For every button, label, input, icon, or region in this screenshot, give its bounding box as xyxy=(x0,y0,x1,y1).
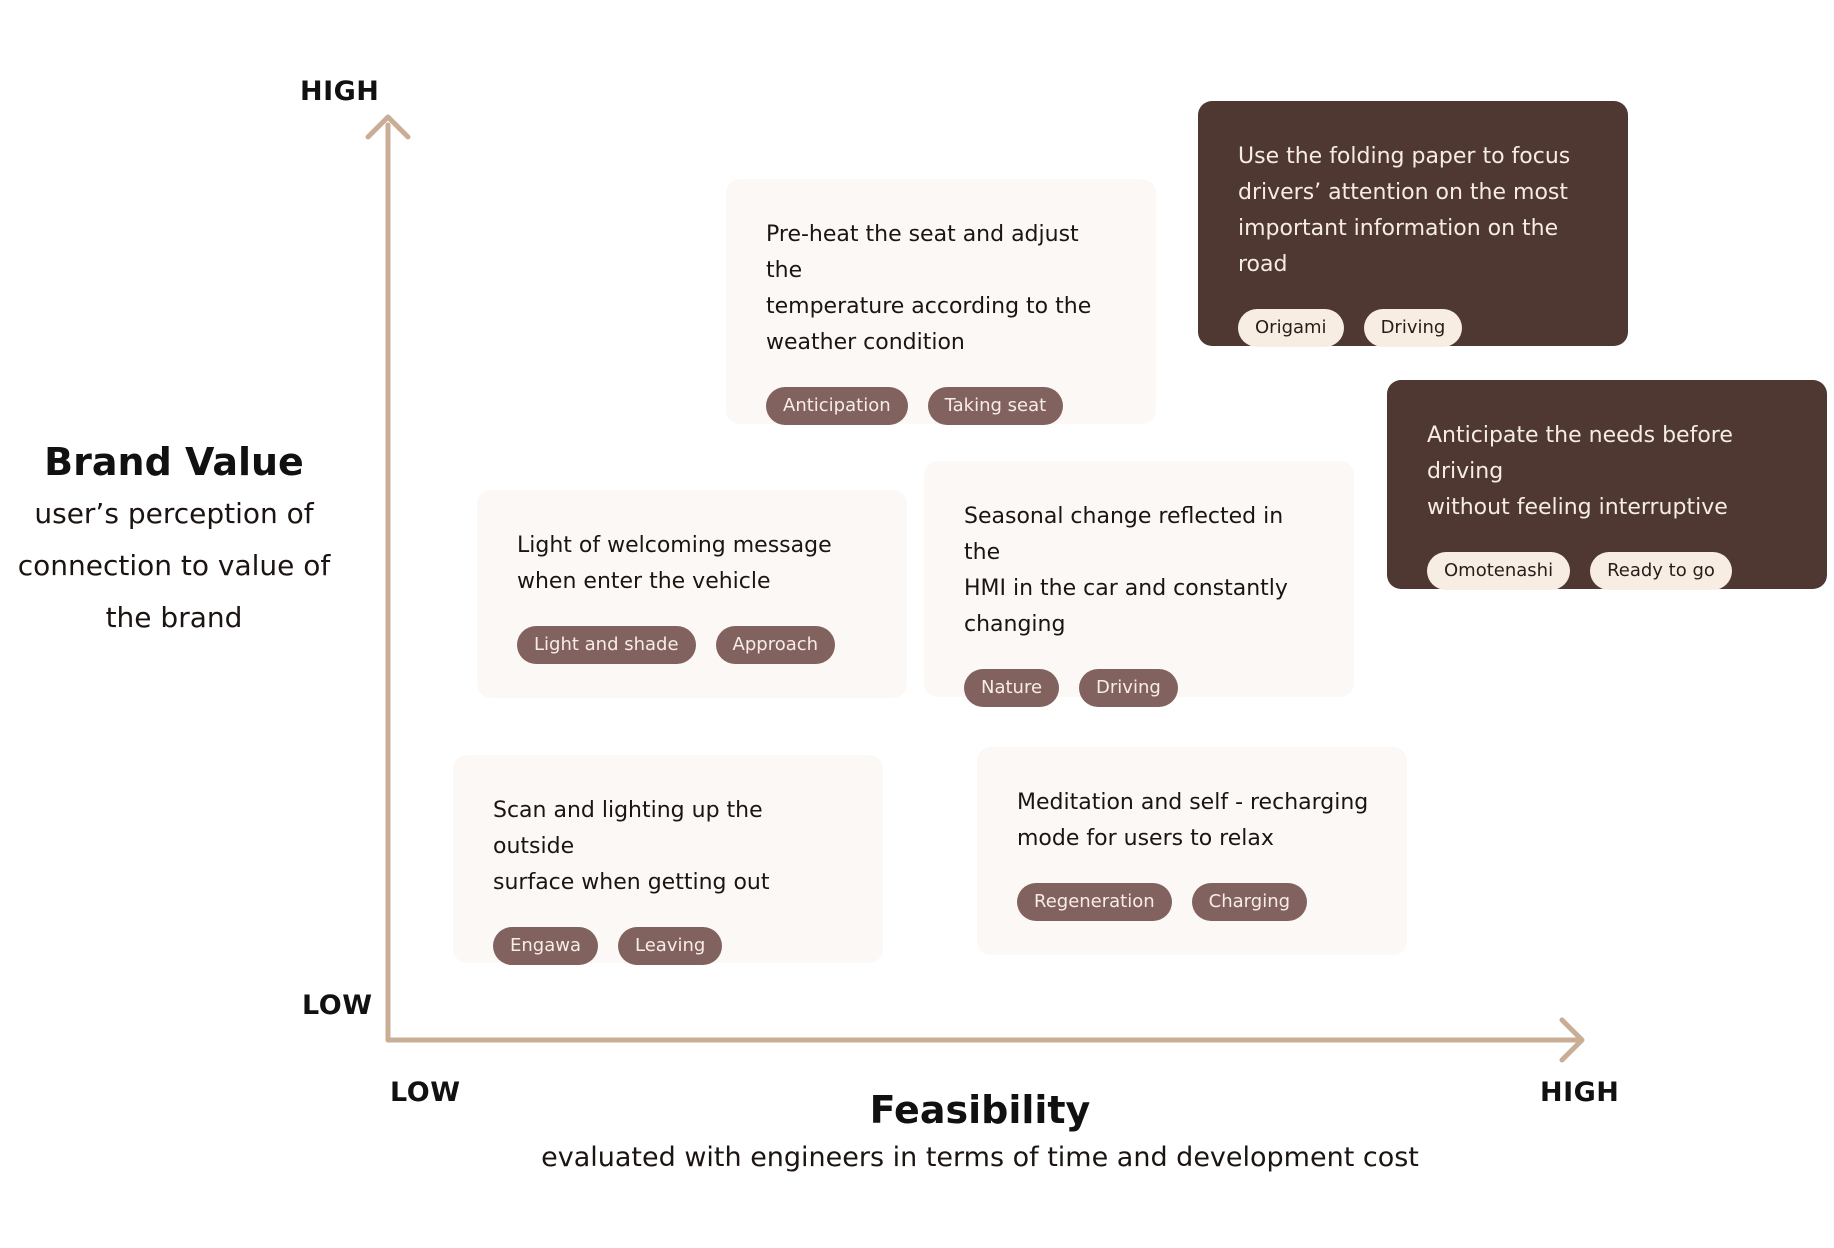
y-axis-title: Brand Value xyxy=(44,440,304,484)
card-text-line: HMI in the car and constantly xyxy=(964,576,1288,601)
card-text-line: drivers’ attention on the most xyxy=(1238,180,1568,205)
card-text: Seasonal change reflected in the HMI in … xyxy=(964,499,1316,643)
tag-driving[interactable]: Driving xyxy=(1363,309,1463,347)
tag-approach[interactable]: Approach xyxy=(715,626,836,664)
card-text-line: changing xyxy=(964,612,1066,637)
card-text-line: Anticipate the needs before driving xyxy=(1427,423,1733,484)
card-seasonal: Seasonal change reflected in the HMI in … xyxy=(924,461,1354,707)
card-text: Meditation and self - recharging mode fo… xyxy=(1017,785,1369,857)
x-axis-title-block: Feasibility evaluated with engineers in … xyxy=(480,1088,1480,1173)
card-tags: Anticipation Taking seat xyxy=(766,387,1118,425)
y-axis-high-label: HIGH xyxy=(300,76,380,107)
card-text-line: Scan and lighting up the outside xyxy=(493,798,763,859)
card-text-line: Seasonal change reflected in the xyxy=(964,504,1284,565)
card-text: Light of welcoming message when enter th… xyxy=(517,528,869,600)
card-tags: Regeneration Charging xyxy=(1017,883,1369,921)
x-axis-arrowhead xyxy=(1559,1017,1585,1063)
x-axis-low-label: LOW xyxy=(390,1077,461,1108)
card-omotenashi: Anticipate the needs before driving with… xyxy=(1387,380,1827,590)
card-tags: Origami Driving xyxy=(1238,309,1590,347)
tag-driving[interactable]: Driving xyxy=(1079,669,1178,707)
tag-nature[interactable]: Nature xyxy=(964,669,1060,707)
y-axis-low-label: LOW xyxy=(302,990,373,1021)
tag-anticipation[interactable]: Anticipation xyxy=(766,387,908,425)
card-tags: Omotenashi Ready to go xyxy=(1427,552,1789,590)
card-text-line: surface when getting out xyxy=(493,870,770,895)
card-tags: Light and shade Approach xyxy=(517,626,869,664)
y-axis-subtitle-line: user’s perception of xyxy=(34,497,314,530)
card-text-line: Light of welcoming message xyxy=(517,533,832,558)
card-text-line: weather condition xyxy=(766,330,965,355)
tag-origami[interactable]: Origami xyxy=(1238,309,1344,347)
tag-omotenashi[interactable]: Omotenashi xyxy=(1427,552,1571,590)
y-axis-subtitle: user’s perception of connection to value… xyxy=(0,488,348,644)
card-text-line: mode for users to relax xyxy=(1017,826,1274,851)
tag-light-and-shade[interactable]: Light and shade xyxy=(517,626,696,664)
card-preheat: Pre-heat the seat and adjust the tempera… xyxy=(726,179,1156,425)
y-axis-arrowhead xyxy=(365,114,411,140)
card-text-line: Use the folding paper to focus xyxy=(1238,144,1571,169)
y-axis-subtitle-line: connection to value of xyxy=(17,549,331,582)
card-text-line: without feeling interruptive xyxy=(1427,495,1728,520)
tag-engawa[interactable]: Engawa xyxy=(493,927,598,965)
tag-taking-seat[interactable]: Taking seat xyxy=(927,387,1064,425)
card-text-line: temperature according to the xyxy=(766,294,1092,319)
x-axis-high-label: HIGH xyxy=(1540,1077,1620,1108)
card-text: Pre-heat the seat and adjust the tempera… xyxy=(766,217,1118,361)
card-meditation: Meditation and self - recharging mode fo… xyxy=(977,747,1407,955)
y-axis-subtitle-line: the brand xyxy=(105,601,243,634)
card-text-line: important information on the road xyxy=(1238,216,1559,277)
card-text: Anticipate the needs before driving with… xyxy=(1427,418,1789,526)
x-axis-title: Feasibility xyxy=(869,1088,1091,1132)
card-text: Use the folding paper to focus drivers’ … xyxy=(1238,139,1590,283)
tag-charging[interactable]: Charging xyxy=(1191,883,1308,921)
card-text-line: Pre-heat the seat and adjust the xyxy=(766,222,1079,283)
card-text-line: when enter the vehicle xyxy=(517,569,771,594)
card-origami: Use the folding paper to focus drivers’ … xyxy=(1198,101,1628,347)
tag-regeneration[interactable]: Regeneration xyxy=(1017,883,1172,921)
card-text: Scan and lighting up the outside surface… xyxy=(493,793,845,901)
card-welcome: Light of welcoming message when enter th… xyxy=(477,490,907,698)
card-text-line: Meditation and self - recharging xyxy=(1017,790,1369,815)
y-axis-title-block: Brand Value user’s perception of connect… xyxy=(0,440,348,644)
tag-leaving[interactable]: Leaving xyxy=(618,927,723,965)
card-scan: Scan and lighting up the outside surface… xyxy=(453,755,883,965)
card-tags: Engawa Leaving xyxy=(493,927,845,965)
card-tags: Nature Driving xyxy=(964,669,1316,707)
tag-ready-to-go[interactable]: Ready to go xyxy=(1590,552,1732,590)
x-axis-subtitle: evaluated with engineers in terms of tim… xyxy=(541,1142,1419,1173)
